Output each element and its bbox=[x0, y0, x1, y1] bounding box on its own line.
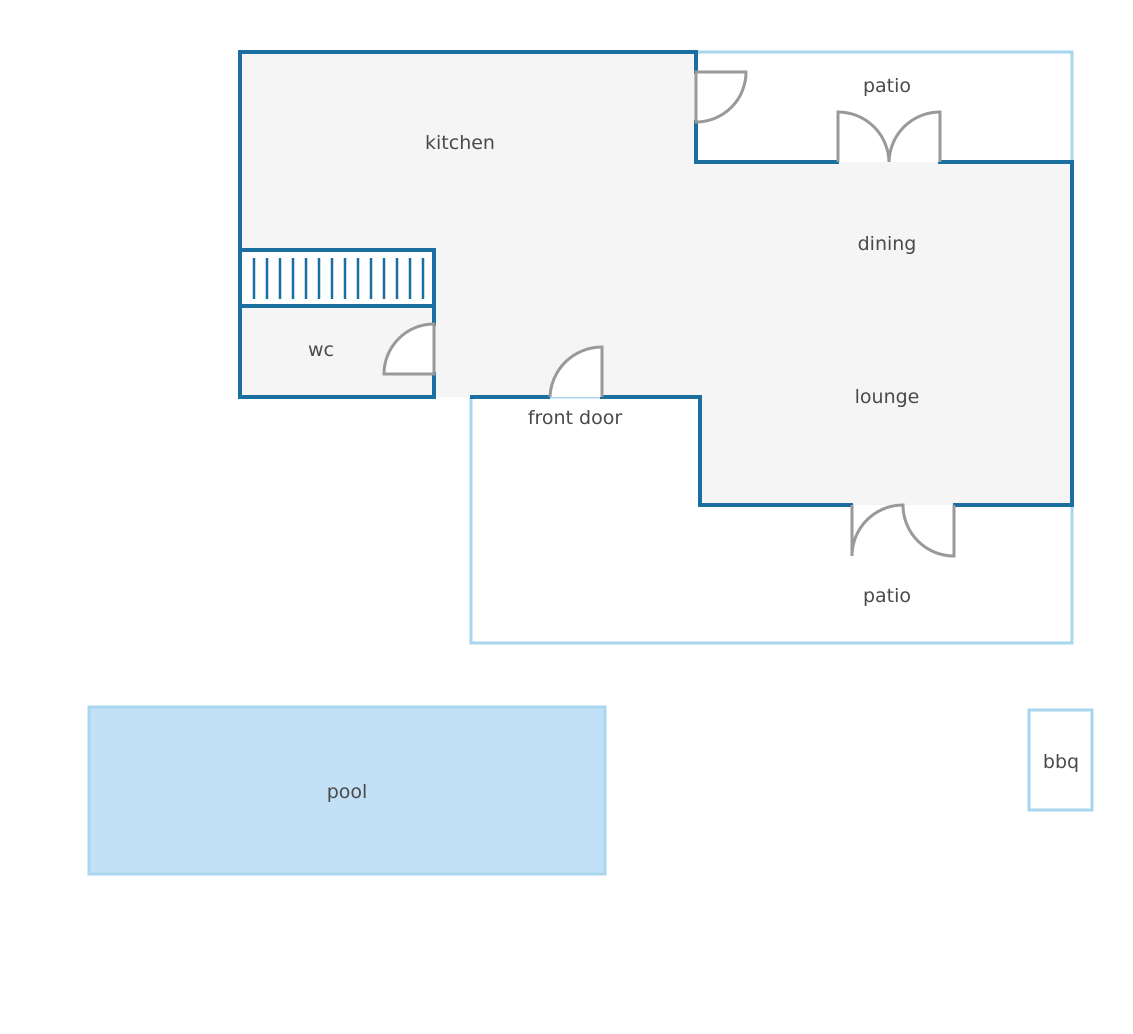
wc-door bbox=[382, 322, 436, 376]
label-kitchen: kitchen bbox=[425, 132, 495, 154]
label-front-door: front door bbox=[528, 407, 623, 429]
dining-french-doors bbox=[836, 110, 942, 163]
pool-area bbox=[87, 705, 607, 876]
label-pool: pool bbox=[327, 781, 368, 803]
label-lounge: lounge bbox=[855, 386, 920, 408]
house-walls bbox=[238, 50, 1074, 507]
lounge-french-doors bbox=[850, 503, 956, 558]
front-door bbox=[548, 345, 604, 398]
label-patio-top: patio bbox=[863, 75, 911, 97]
staircase bbox=[240, 250, 434, 306]
label-wc: wc bbox=[308, 339, 334, 361]
label-bbq: bbq bbox=[1043, 751, 1079, 773]
house-floor bbox=[240, 52, 1072, 505]
bbq-area bbox=[1027, 708, 1094, 812]
doors bbox=[382, 70, 956, 558]
label-dining: dining bbox=[858, 233, 917, 255]
kitchen-patio-door bbox=[694, 70, 748, 124]
label-patio-bottom: patio bbox=[863, 585, 911, 607]
